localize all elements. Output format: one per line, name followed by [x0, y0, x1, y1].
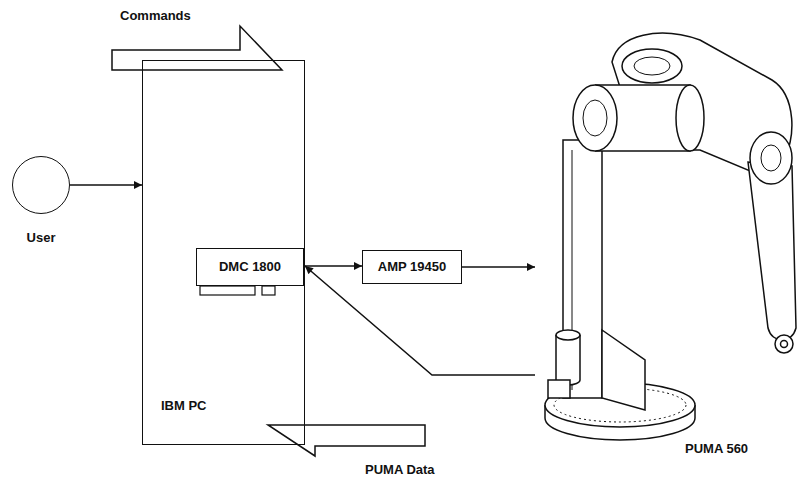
node-label: User: [27, 231, 56, 246]
card-edge-tab: [200, 286, 255, 295]
motor-housing: [548, 380, 570, 398]
node-label: PUMA 560: [685, 442, 748, 457]
wrist-hub: [781, 341, 788, 348]
node-label: DMC 1800: [219, 260, 281, 275]
card-edge-tab: [262, 286, 275, 295]
signal-arrow: [305, 266, 535, 375]
upper-arm-ring-inner: [634, 57, 670, 75]
computer-box: IBM PC DMC 1800: [142, 60, 305, 445]
controller-card: DMC 1800: [196, 248, 304, 286]
arrow-caption: PUMA Data: [365, 462, 435, 477]
amplifier-box: AMP 19450: [362, 250, 462, 284]
robot-elbow: [750, 132, 792, 184]
node-label: AMP 19450: [378, 260, 446, 275]
upper-arm-ring: [622, 49, 682, 83]
commands-block-arrow: [112, 26, 282, 70]
user-circle: User: [12, 156, 70, 214]
robot-figure: PUMA 560: [535, 30, 797, 445]
shoulder-hub: [583, 100, 607, 136]
shoulder-end: [676, 85, 704, 151]
signal-arrow: [70, 184, 142, 186]
arrow-caption: Commands: [120, 8, 191, 23]
signal-arrow: [304, 265, 362, 267]
signal-arrow: [462, 266, 535, 268]
motor-top: [556, 330, 580, 340]
data-block-arrow: [268, 425, 425, 456]
robot-wrist: [775, 335, 793, 353]
robot-forearm: [748, 162, 796, 340]
base-motor: [556, 335, 580, 385]
robot-illustration: [545, 33, 796, 440]
node-label: IBM PC: [161, 399, 207, 414]
elbow-hub: [761, 145, 781, 171]
base-bracket: [602, 330, 645, 410]
shoulder-face: [573, 85, 617, 151]
